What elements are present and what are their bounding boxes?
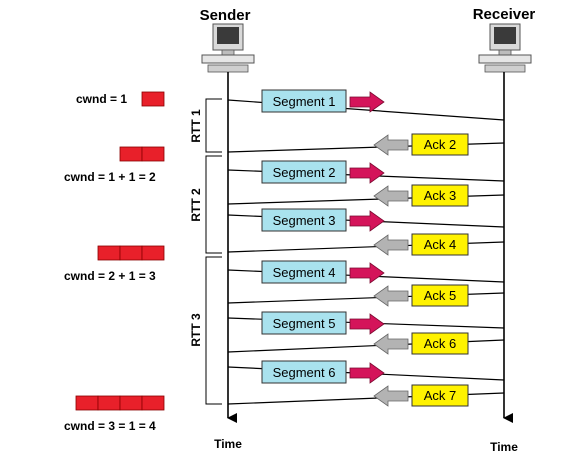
ack-3-arrow-icon bbox=[373, 185, 409, 207]
ack-3: Ack 3 bbox=[373, 184, 469, 207]
rtt-1-bracket bbox=[205, 98, 222, 153]
sender-time-label: Time bbox=[214, 437, 242, 451]
receiver-time-label: Time bbox=[490, 440, 518, 454]
cwnd-block bbox=[119, 245, 143, 261]
segment-2: Segment 2 bbox=[261, 160, 385, 184]
sender-computer-icon bbox=[201, 23, 255, 73]
segment-5-arrow-icon bbox=[349, 313, 385, 335]
segment-3-arrow-icon bbox=[349, 210, 385, 232]
ack-4: Ack 4 bbox=[373, 233, 469, 256]
segment-2-label: Segment 2 bbox=[273, 165, 336, 180]
segment-6-arrow-icon bbox=[349, 362, 385, 384]
cwnd-block bbox=[97, 245, 121, 261]
rtt-2-label: RTT 2 bbox=[189, 188, 203, 222]
cwnd-1: cwnd = 1 bbox=[76, 91, 165, 107]
cwnd-block bbox=[119, 146, 143, 162]
segment-1: Segment 1 bbox=[261, 89, 385, 113]
rtt-3-bracket bbox=[205, 256, 222, 405]
ack-7: Ack 7 bbox=[373, 384, 469, 407]
segment-3-label: Segment 3 bbox=[273, 213, 336, 228]
ack-5-label: Ack 5 bbox=[424, 288, 457, 303]
segment-6-label: Segment 6 bbox=[273, 365, 336, 380]
ack-7-arrow-icon bbox=[373, 385, 409, 407]
segment-5: Segment 5 bbox=[261, 311, 385, 335]
ack-2-label: Ack 2 bbox=[424, 137, 457, 152]
cwnd-block bbox=[141, 245, 165, 261]
segment-3: Segment 3 bbox=[261, 208, 385, 232]
cwnd-block bbox=[141, 395, 165, 411]
segment-1-label: Segment 1 bbox=[273, 94, 336, 109]
cwnd-4: cwnd = 3 = 1 = 4 bbox=[64, 395, 165, 433]
ack-5-arrow-icon bbox=[373, 285, 409, 307]
segment-5-label: Segment 5 bbox=[273, 316, 336, 331]
ack-3-label: Ack 3 bbox=[424, 188, 457, 203]
ack-2: Ack 2 bbox=[373, 133, 469, 156]
cwnd-block bbox=[141, 91, 165, 107]
receiver-computer-icon bbox=[478, 23, 532, 73]
receiver-title: Receiver bbox=[473, 6, 536, 23]
segment-6: Segment 6 bbox=[261, 360, 385, 384]
segment-4: Segment 4 bbox=[261, 260, 385, 284]
cwnd-block bbox=[141, 146, 165, 162]
cwnd-3-label: cwnd = 2 + 1 = 3 bbox=[64, 269, 156, 283]
cwnd-2-label: cwnd = 1 + 1 = 2 bbox=[64, 170, 156, 184]
segment-4-arrow-icon bbox=[349, 262, 385, 284]
ack-4-arrow-icon bbox=[373, 234, 409, 256]
cwnd-block bbox=[97, 395, 121, 411]
segment-1-arrow-icon bbox=[349, 91, 385, 113]
segment-4-label: Segment 4 bbox=[273, 265, 336, 280]
cwnd-block bbox=[75, 395, 99, 411]
ack-2-arrow-icon bbox=[373, 134, 409, 156]
ack-6-label: Ack 6 bbox=[424, 336, 457, 351]
cwnd-1-label: cwnd = 1 bbox=[76, 92, 127, 106]
sender-title: Sender bbox=[200, 7, 251, 24]
rtt-3-label: RTT 3 bbox=[189, 313, 203, 347]
ack-6-arrow-icon bbox=[373, 333, 409, 355]
ack-6: Ack 6 bbox=[373, 332, 469, 355]
ack-7-label: Ack 7 bbox=[424, 388, 457, 403]
segment-2-arrow-icon bbox=[349, 162, 385, 184]
ack-4-label: Ack 4 bbox=[424, 237, 457, 252]
rtt-1-label: RTT 1 bbox=[189, 109, 203, 143]
cwnd-3: cwnd = 2 + 1 = 3 bbox=[64, 245, 165, 283]
cwnd-block bbox=[119, 395, 143, 411]
cwnd-2: cwnd = 1 + 1 = 2 bbox=[64, 146, 165, 184]
ack-5: Ack 5 bbox=[373, 284, 469, 307]
cwnd-4-label: cwnd = 3 = 1 = 4 bbox=[64, 419, 156, 433]
rtt-2-bracket bbox=[205, 155, 222, 254]
